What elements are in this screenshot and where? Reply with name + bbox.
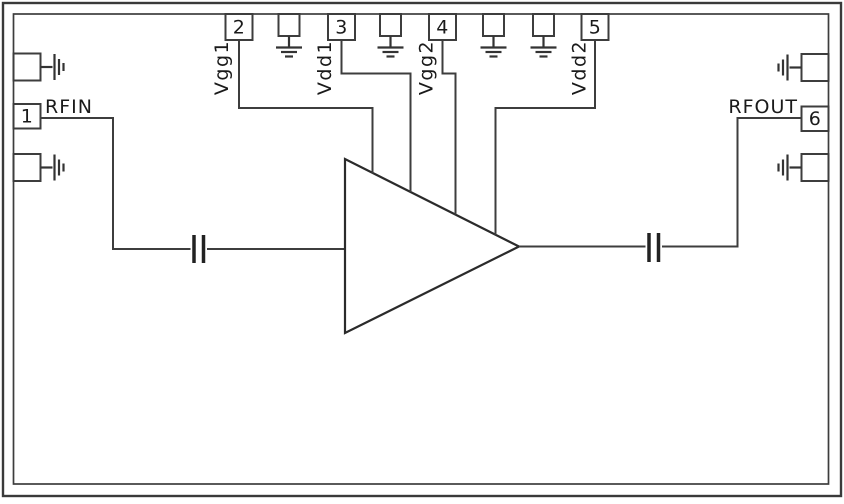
vgg1-trace [238,40,374,174]
pin-6-number: 6 [809,108,822,130]
vdd1-trace [340,40,412,192]
vgg2-label: Vgg2 [416,40,438,95]
ground-icon [530,36,557,58]
ground-icon [276,36,302,58]
pin-3-number: 3 [335,17,348,39]
ground-pad [800,153,830,182]
ground-icon [777,154,802,181]
ground-pad [532,13,555,37]
pin-1-pad [12,103,42,130]
rfin-trace [40,117,191,250]
dc-block-capacitor-output-icon [647,233,661,262]
vdd1-label: Vdd1 [314,40,336,95]
ground-icon [777,54,802,81]
ground-pad [12,52,42,82]
ground-pad [12,153,42,182]
ground-icon [480,36,507,58]
ground-icon [40,54,65,80]
rfout-label: RFOUT [728,96,798,118]
dc-block-capacitor-input-icon [192,235,206,263]
pin-2-pad [224,13,254,41]
amplifier-triangle-icon [343,157,522,335]
vgg2-trace [441,40,457,215]
pin-1-number: 1 [21,106,34,128]
pin-2-number: 2 [233,17,246,39]
rfout-trace-2 [662,117,802,248]
ground-pad [482,13,505,37]
ground-icon [377,36,404,58]
pin-3-pad [327,13,356,41]
rfin-label: RFIN [45,96,93,118]
pin-5-number: 5 [589,17,602,39]
vgg1-label: Vgg1 [211,40,233,95]
vdd2-trace [494,40,596,235]
vdd2-label: Vdd2 [569,40,591,95]
inner-border [12,13,830,485]
ground-pad [800,53,830,82]
pin-6-pad [800,105,830,132]
ground-icon [40,154,65,181]
ground-pad [277,13,301,37]
pin-5-pad [580,13,610,41]
pin-4-pad [428,13,457,41]
ground-pad [379,13,402,37]
pin-4-number: 4 [436,17,449,39]
